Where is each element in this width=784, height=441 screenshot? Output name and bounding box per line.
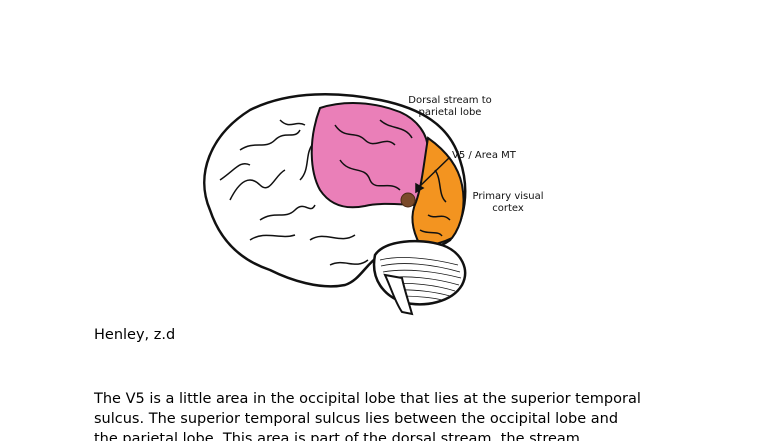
figure-citation: Henley, z.d bbox=[94, 327, 176, 343]
label-v5: V5 / Area MT bbox=[452, 150, 516, 161]
label-primary-visual-cortex: Primary visual cortex bbox=[462, 191, 554, 215]
body-line-2: sulcus. The superior temporal sulcus lie… bbox=[94, 411, 619, 427]
body-line-3: the parietal lobe. This area is part of … bbox=[94, 431, 580, 441]
brain-illustration bbox=[203, 93, 467, 316]
body-paragraph: The V5 is a little area in the occipital… bbox=[94, 389, 734, 441]
v5-area bbox=[400, 192, 416, 208]
v5-arrow-line bbox=[418, 156, 451, 188]
annotation-arrows bbox=[415, 156, 451, 194]
label-dorsal-stream: Dorsal stream to parietal lobe bbox=[395, 95, 505, 119]
label-primary-line2: cortex bbox=[492, 203, 524, 214]
v5-arrow-head bbox=[415, 182, 425, 194]
body-line-1: The V5 is a little area in the occipital… bbox=[94, 391, 641, 407]
gyri-lines bbox=[219, 119, 451, 266]
label-dorsal-line1: Dorsal stream to bbox=[408, 95, 492, 106]
brain-diagram bbox=[180, 80, 580, 320]
brainstem bbox=[383, 273, 414, 316]
cerebellum bbox=[372, 239, 467, 306]
label-primary-line1: Primary visual bbox=[472, 191, 544, 202]
label-dorsal-line2: parietal lobe bbox=[418, 107, 482, 118]
